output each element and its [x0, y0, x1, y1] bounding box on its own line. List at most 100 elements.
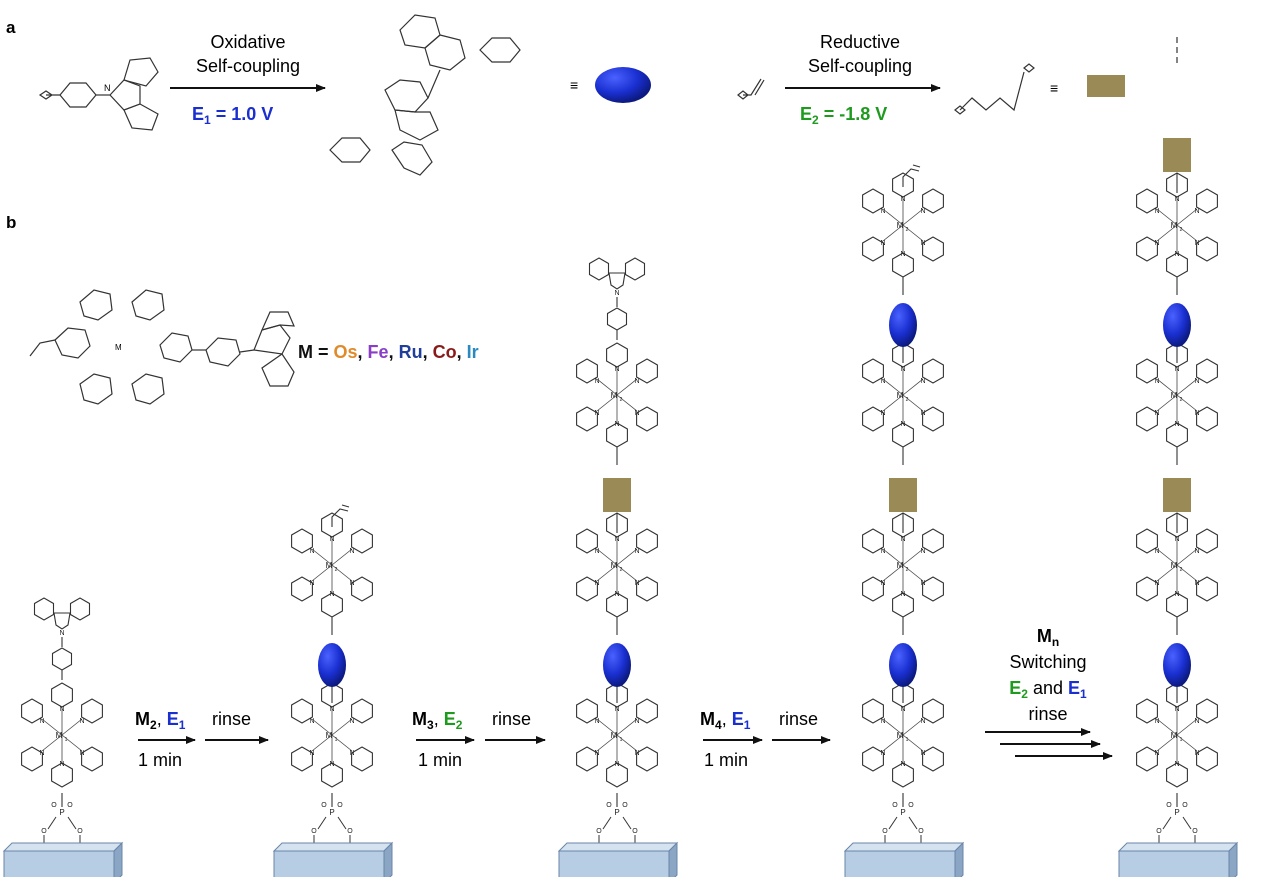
phosphorus-label: P	[614, 808, 619, 817]
monomer-structure	[29, 289, 295, 405]
nitrogen-label: N	[1174, 591, 1179, 598]
nitrogen-label: N	[880, 410, 885, 417]
step-1-rinse: rinse	[212, 709, 251, 729]
nitrogen-label: N	[1194, 548, 1199, 555]
metal-center-label: M	[611, 731, 618, 740]
metal-center-label: M	[611, 561, 618, 570]
nitrogen-label: N	[634, 548, 639, 555]
nitrogen-label: N	[349, 548, 354, 555]
nitrogen-label: N	[880, 580, 885, 587]
nitrogen-label: N	[920, 240, 925, 247]
nitrogen-label: N	[1174, 421, 1179, 428]
step-1-reagent: M2, E1	[135, 709, 186, 732]
nitrogen-label: N	[634, 580, 639, 587]
nitrogen-label: N	[920, 548, 925, 555]
panel-label-b: b	[6, 213, 16, 232]
oxygen-label: O	[321, 802, 327, 809]
nitrogen-label: N	[614, 366, 619, 373]
nitrogen-label: N	[900, 366, 905, 373]
metal-center-subscript: 2	[335, 567, 338, 573]
carbazole-dimer-ellipse	[889, 643, 917, 687]
final-step: Mn Switching E2 and E1 rinse	[985, 626, 1113, 760]
equiv-sign-1: ≡	[570, 77, 578, 93]
metal-center-label: M	[326, 561, 333, 570]
metal-center-subscript: 1	[1180, 737, 1183, 743]
metal-center-subscript: 2	[620, 567, 623, 573]
alkyl-linker-rect	[1087, 75, 1125, 97]
nitrogen-label: N	[614, 761, 619, 768]
metal-center-subscript: 2	[620, 397, 623, 403]
step-3: M4, E1 1 min rinse	[700, 709, 831, 770]
oxygen-label: O	[1166, 802, 1172, 809]
nitrogen-label: N	[920, 580, 925, 587]
metal-center-label: M	[1171, 221, 1178, 230]
phosphorus-label: P	[900, 808, 905, 817]
nitrogen-label: N	[39, 750, 44, 757]
nitrogen-label: N	[1174, 761, 1179, 768]
nitrogen-label: N	[614, 421, 619, 428]
nitrogen-label: N	[1174, 536, 1179, 543]
nitrogen-label: N	[1194, 208, 1199, 215]
nitrogen-label: N	[1174, 251, 1179, 258]
nitrogen-label: N	[1154, 718, 1159, 725]
oxidative-product	[329, 14, 521, 176]
nitrogen-label: N	[880, 750, 885, 757]
step-2-time: 1 min	[418, 750, 462, 770]
nitrogen-label: N	[594, 750, 599, 757]
oxygen-label: O	[892, 802, 898, 809]
reductive-potential: E2 = -1.8 V	[800, 104, 887, 127]
metal-center-subscript: 2	[1180, 227, 1183, 233]
oxygen-label: O	[1192, 828, 1198, 835]
nitrogen-label: N	[594, 548, 599, 555]
nitrogen-label: N	[1194, 410, 1199, 417]
nitrogen-label: N	[594, 410, 599, 417]
nitrogen-label: N	[59, 706, 64, 713]
oxygen-label: O	[606, 802, 612, 809]
carbazole-dimer-ellipse	[889, 303, 917, 347]
oxygen-label: O	[622, 802, 628, 809]
nitrogen-label: N	[880, 718, 885, 725]
metal-center-label: M	[897, 221, 904, 230]
nitrogen-label: N	[349, 750, 354, 757]
metal-center-label: M	[897, 561, 904, 570]
atom-n-label: N	[104, 83, 111, 93]
step-1-time: 1 min	[138, 750, 182, 770]
metal-center-label: M	[326, 731, 333, 740]
nitrogen-label: N	[900, 706, 905, 713]
carbazole-dimer-ellipse	[318, 643, 346, 687]
nitrogen-label: N	[594, 580, 599, 587]
nitrogen-label: N	[880, 548, 885, 555]
metal-co: Co	[433, 342, 457, 362]
monomer-metal-label: M	[115, 343, 122, 352]
nitrogen-label: N	[594, 378, 599, 385]
nitrogen-label: N	[1154, 548, 1159, 555]
nitrogen-label: N	[1154, 378, 1159, 385]
metal-os: Os	[334, 342, 358, 362]
metal-ir: Ir	[467, 342, 479, 362]
nitrogen-label: N	[920, 718, 925, 725]
metal-center-label: M	[1171, 561, 1178, 570]
carbazole-dimer-ellipse	[1163, 643, 1191, 687]
reductive-label-line2: Self-coupling	[808, 56, 912, 76]
oxygen-label: O	[311, 828, 317, 835]
oxygen-label: O	[908, 802, 914, 809]
nitrogen-label: N	[920, 378, 925, 385]
oxygen-label: O	[918, 828, 924, 835]
nitrogen-label: N	[900, 761, 905, 768]
nitrogen-label: N	[309, 718, 314, 725]
metal-center-subscript: 2	[906, 567, 909, 573]
nitrogen-label: N	[614, 706, 619, 713]
step-1: M2, E1 1 min rinse	[135, 709, 269, 770]
nitrogen-label: N	[1174, 196, 1179, 203]
nitrogen-label: N	[79, 750, 84, 757]
alkyl-linker-rect	[1163, 478, 1191, 512]
metal-center-subscript: 1	[906, 737, 909, 743]
phosphorus-label: P	[59, 808, 64, 817]
